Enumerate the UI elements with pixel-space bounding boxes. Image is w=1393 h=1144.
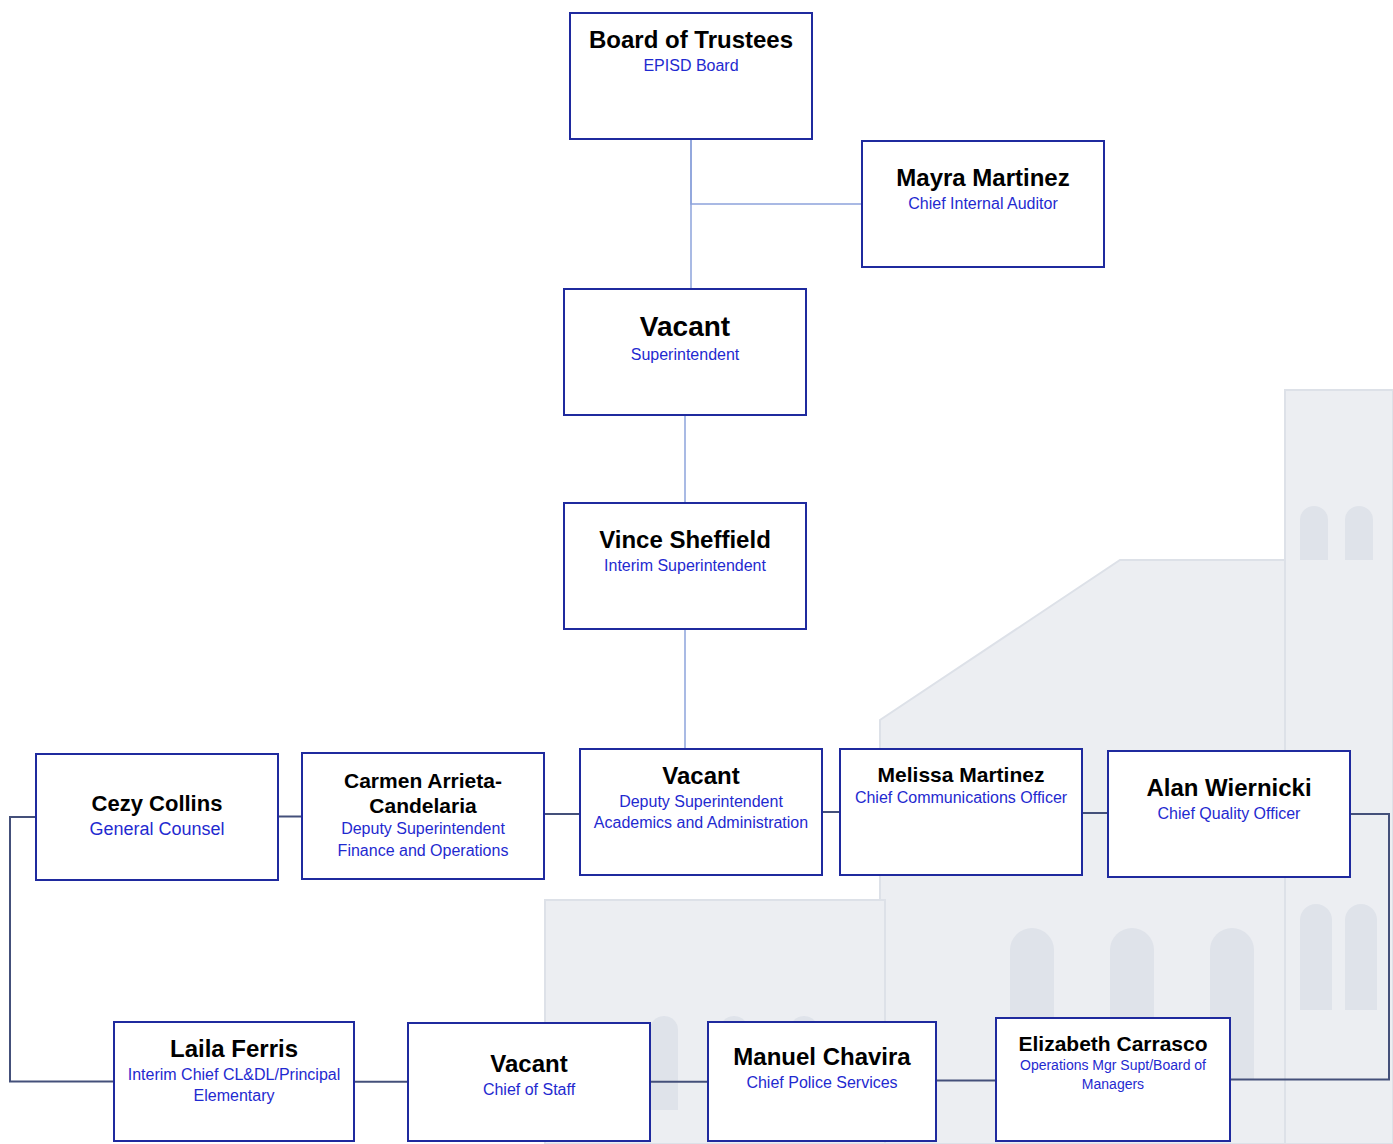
role-box: Melissa MartinezChief Communications Off… <box>839 748 1083 876</box>
role-box: Elizabeth CarrascoOperations Mgr Supt/Bo… <box>995 1017 1231 1142</box>
person-name: Laila Ferris <box>170 1035 298 1064</box>
person-name: Melissa Martinez <box>878 762 1045 787</box>
reporting-line <box>651 1081 707 1083</box>
person-name: Elizabeth Carrasco <box>1018 1031 1207 1056</box>
person-name: Vince Sheffield <box>599 526 771 555</box>
tower-window <box>1300 506 1328 560</box>
role-box: Cezy CollinsGeneral Counsel <box>35 753 279 881</box>
person-name: Board of Trustees <box>589 26 793 55</box>
role-title: General Counsel <box>89 817 224 841</box>
reporting-line <box>684 630 686 748</box>
role-title: Operations Mgr Supt/Board of Managers <box>1005 1056 1221 1094</box>
role-box: VacantDeputy Superintendent Academics an… <box>579 748 823 876</box>
role-box: VacantSuperintendent <box>563 288 807 416</box>
role-title: Superintendent <box>631 344 740 366</box>
wing-window <box>650 1016 678 1110</box>
person-name: Alan Wiernicki <box>1146 774 1311 803</box>
reporting-line <box>279 816 301 818</box>
person-name: Manuel Chavira <box>733 1043 910 1072</box>
role-title: Chief of Staff <box>483 1079 575 1101</box>
role-title: Chief Police Services <box>746 1072 897 1094</box>
reporting-line <box>823 811 839 813</box>
reporting-line <box>691 140 861 204</box>
tower-window <box>1300 904 1332 1010</box>
tower-window <box>1345 904 1377 1010</box>
role-title: Chief Internal Auditor <box>908 193 1057 215</box>
role-title: EPISD Board <box>643 55 738 77</box>
person-name: Cezy Collins <box>92 791 223 817</box>
role-box: Vince SheffieldInterim Superintendent <box>563 502 807 630</box>
reporting-line <box>355 1081 407 1083</box>
role-title: Deputy Superintendent Finance and Operat… <box>311 818 535 861</box>
role-box: Mayra MartinezChief Internal Auditor <box>861 140 1105 268</box>
person-name: Mayra Martinez <box>896 164 1069 193</box>
role-box: Board of TrusteesEPISD Board <box>569 12 813 140</box>
person-name: Vacant <box>640 310 730 344</box>
person-name: Carmen Arrieta-Candelaria <box>311 768 535 818</box>
role-title: Interim Chief CL&DL/Principal Elementary <box>123 1064 345 1107</box>
reporting-line <box>1083 812 1107 814</box>
tower-window <box>1345 506 1373 560</box>
person-name: Vacant <box>662 762 739 791</box>
role-box: Carmen Arrieta-CandelariaDeputy Superint… <box>301 752 545 880</box>
role-box: Manuel ChaviraChief Police Services <box>707 1021 937 1142</box>
role-title: Interim Superintendent <box>604 555 766 577</box>
reporting-line <box>937 1080 995 1082</box>
reporting-line <box>690 140 692 288</box>
role-box: Laila FerrisInterim Chief CL&DL/Principa… <box>113 1021 355 1142</box>
role-box: Alan WiernickiChief Quality Officer <box>1107 750 1351 878</box>
reporting-line <box>684 416 686 502</box>
role-title: Deputy Superintendent Academics and Admi… <box>589 791 813 834</box>
role-title: Chief Quality Officer <box>1158 803 1301 825</box>
person-name: Vacant <box>490 1050 567 1079</box>
role-box: VacantChief of Staff <box>407 1022 651 1142</box>
role-title: Chief Communications Officer <box>855 787 1067 809</box>
reporting-line <box>545 813 579 815</box>
